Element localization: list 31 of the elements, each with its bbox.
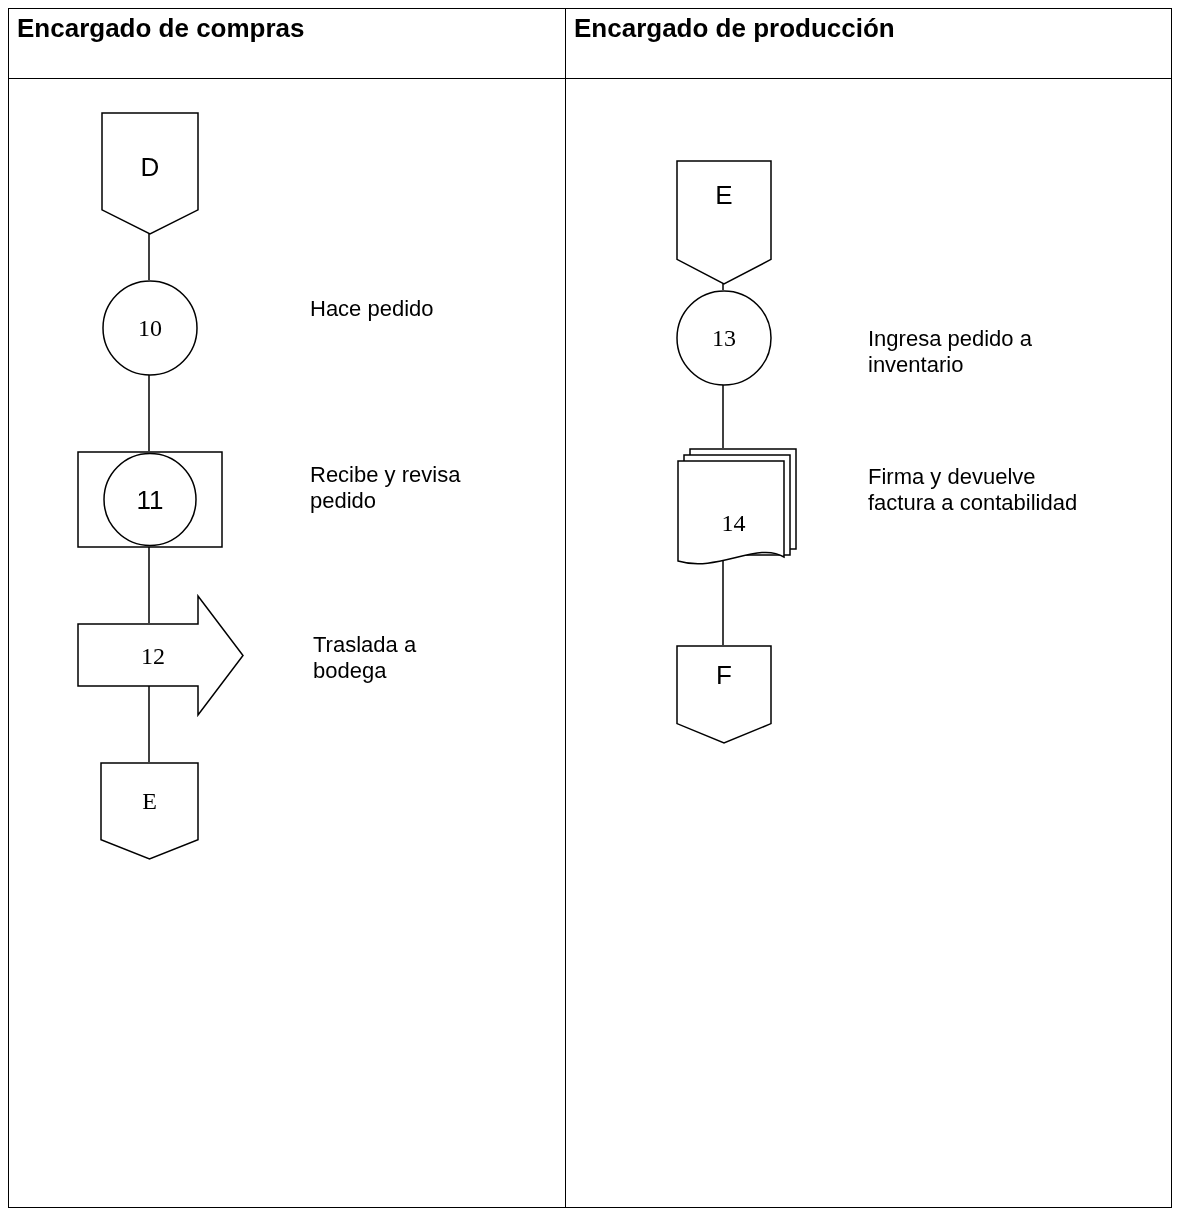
offpage-connector: [677, 161, 771, 284]
step-description: Hace pedido: [310, 296, 435, 322]
operation-circle: [677, 291, 771, 385]
step-number: 11: [136, 484, 164, 515]
step-number: F: [716, 659, 732, 691]
step-number: E: [715, 179, 733, 211]
lane-title: Encargado de producción: [574, 13, 895, 44]
offpage-connector: [677, 646, 771, 743]
step-number: E: [142, 787, 157, 815]
step-number: 14: [721, 509, 746, 537]
step-number: 12: [141, 642, 165, 669]
connector-line: [722, 282, 724, 291]
step-number: D: [140, 151, 160, 183]
connector-line: [722, 383, 724, 449]
swimlane: [8, 8, 566, 1208]
connector-line: [148, 232, 150, 281]
lane-title: Encargado de compras: [17, 13, 305, 44]
step-description: Recibe y revisa pedido: [310, 462, 462, 514]
step-number: 10: [138, 314, 162, 342]
step-number: 13: [712, 324, 736, 352]
operation-circle: [103, 281, 197, 375]
offpage-connector: [102, 113, 198, 234]
connector-line: [722, 560, 724, 646]
connector-line: [148, 373, 150, 452]
step-description: Ingresa pedido a inventario: [868, 326, 1033, 378]
step-description: Firma y devuelve factura a contabilidad: [868, 464, 1078, 516]
offpage-connector: [101, 763, 198, 859]
step-description: Traslada a bodega: [313, 632, 418, 684]
swimlane: [565, 8, 1172, 1208]
transport-symbol: [78, 596, 243, 715]
combined-operation-inspection: [78, 452, 222, 547]
